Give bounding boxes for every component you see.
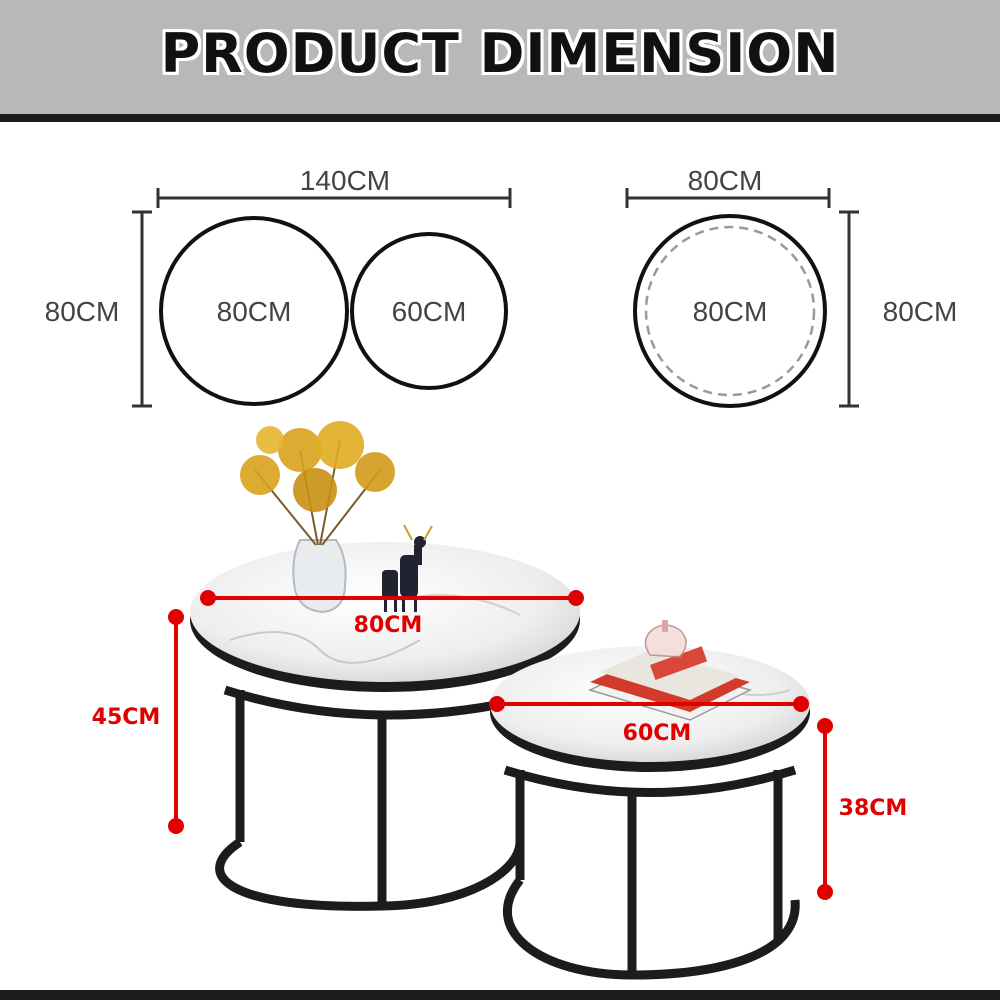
vase-with-plant: [240, 421, 395, 614]
combined-diameter-label: 80CM: [693, 296, 768, 327]
overall-depth-label: 80CM: [45, 296, 120, 327]
banner-title: PRODUCT DIMENSION: [160, 22, 840, 85]
large-height-label: 45CM: [92, 705, 161, 730]
large-table-label: 80CM: [217, 296, 292, 327]
small-table-outline: [350, 232, 508, 390]
combined-depth-label: 80CM: [883, 296, 958, 327]
nested-top-view: 140CM 80CM 80CM 60CM: [45, 165, 512, 408]
large-table-outline: [159, 216, 349, 406]
title-banner: PRODUCT DIMENSION: [0, 0, 1000, 122]
overall-width-label: 140CM: [300, 165, 390, 196]
large-diameter-label: 80CM: [354, 613, 423, 638]
combined-inner-dashed-outline: [644, 225, 816, 397]
deer-figurines: [382, 524, 433, 612]
combined-top-view: 80CM 80CM 80CM: [625, 165, 958, 408]
glass-ornament: [644, 620, 687, 658]
bottom-bar: [0, 990, 1000, 1000]
small-table-frame: [503, 765, 800, 980]
small-diameter-label: 60CM: [623, 721, 692, 746]
small-table-label: 60CM: [392, 296, 467, 327]
combined-width-label: 80CM: [688, 165, 763, 196]
red-dimension-markers: [168, 590, 833, 900]
combined-outer-outline: [633, 214, 827, 408]
small-height-label: 38CM: [839, 796, 908, 821]
